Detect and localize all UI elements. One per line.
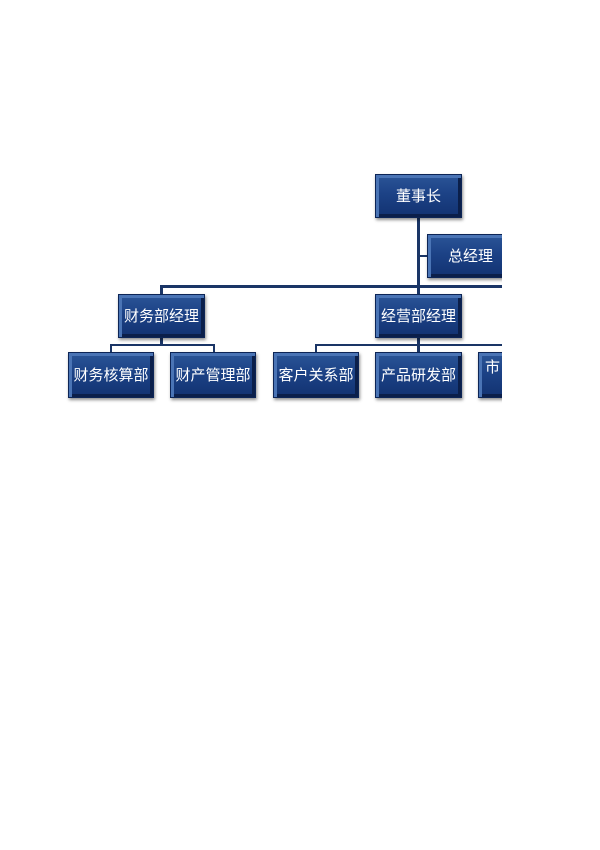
connector-finance-child-1 <box>110 344 112 352</box>
connector-assistant <box>417 255 427 257</box>
org-chart: 董事长 总经理 财务部经理 经营部经理 财务核算部 财产管理部 客户关系部 产品… <box>68 174 502 398</box>
node-asset-management: 财产管理部 <box>170 352 256 398</box>
node-market: 市 <box>478 352 502 398</box>
node-finance-manager: 财务部经理 <box>118 294 205 338</box>
connector-ops-horizontal <box>315 344 502 346</box>
node-product-rd: 产品研发部 <box>375 352 462 398</box>
connector-finance-vertical <box>160 285 163 294</box>
node-customer-relations: 客户关系部 <box>273 352 359 398</box>
node-chairman: 董事长 <box>375 174 462 218</box>
connector-finance-child-2 <box>213 344 215 352</box>
connector-ops-child-1 <box>315 344 317 352</box>
node-general-manager: 总经理 <box>427 234 502 278</box>
node-market-label: 市 <box>485 358 501 376</box>
connector-finance-children <box>160 338 163 345</box>
node-operations-manager: 经营部经理 <box>375 294 462 338</box>
connector-managers-horizontal <box>160 285 502 288</box>
connector-finance-horizontal <box>110 344 214 346</box>
node-finance-accounting: 财务核算部 <box>68 352 154 398</box>
